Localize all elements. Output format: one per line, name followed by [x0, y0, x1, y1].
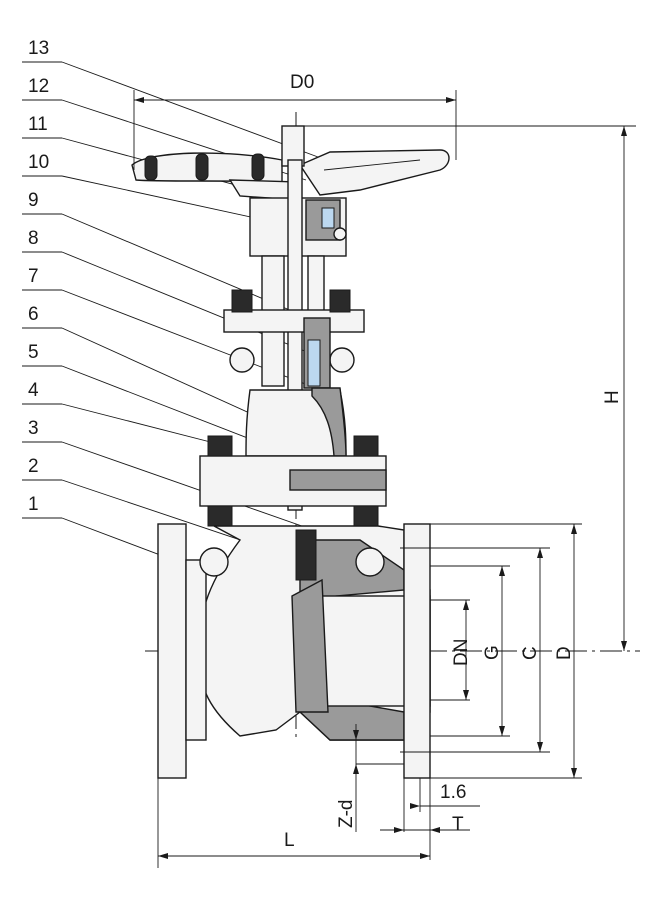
part-label-10: 10	[28, 152, 49, 173]
part-label-7: 7	[28, 266, 39, 287]
part-label-13: 13	[28, 38, 49, 59]
dim-label-d0: D0	[290, 72, 314, 93]
dim-label-t: T	[452, 814, 464, 835]
part-label-1: 1	[28, 494, 39, 515]
handwheel	[131, 149, 450, 201]
bonnet-flange	[199, 435, 387, 527]
dim-label-h: H	[602, 390, 623, 404]
part-label-5: 5	[28, 342, 39, 363]
gland-packing	[223, 289, 365, 389]
part-label-11: 11	[28, 114, 48, 135]
part-label-8: 8	[28, 228, 39, 249]
dim-label-zd: Z-d	[336, 800, 357, 829]
part-label-3: 3	[28, 418, 39, 439]
part-label-2: 2	[28, 456, 39, 477]
part-label-6: 6	[28, 304, 39, 325]
dimension-arrows	[134, 97, 627, 859]
part-label-12: 12	[28, 76, 49, 97]
bonnet	[245, 387, 347, 457]
dim-label-l: L	[284, 830, 295, 851]
part-label-9: 9	[28, 190, 39, 211]
dimension-labels: D0 H DN G C D Z-d 1.6 T L	[284, 72, 623, 851]
part-label-4: 4	[28, 380, 39, 401]
part-number-labels: 13 12 11 10 9 8 7 6 5 4 3 2 1	[22, 38, 62, 519]
dim-label-c: C	[520, 646, 541, 660]
valve-body	[157, 523, 431, 779]
dim-label-dn: DN	[451, 639, 472, 666]
dim-label-raised-face: 1.6	[440, 782, 466, 803]
dim-label-d: D	[554, 646, 575, 660]
dim-label-g: G	[482, 645, 503, 660]
